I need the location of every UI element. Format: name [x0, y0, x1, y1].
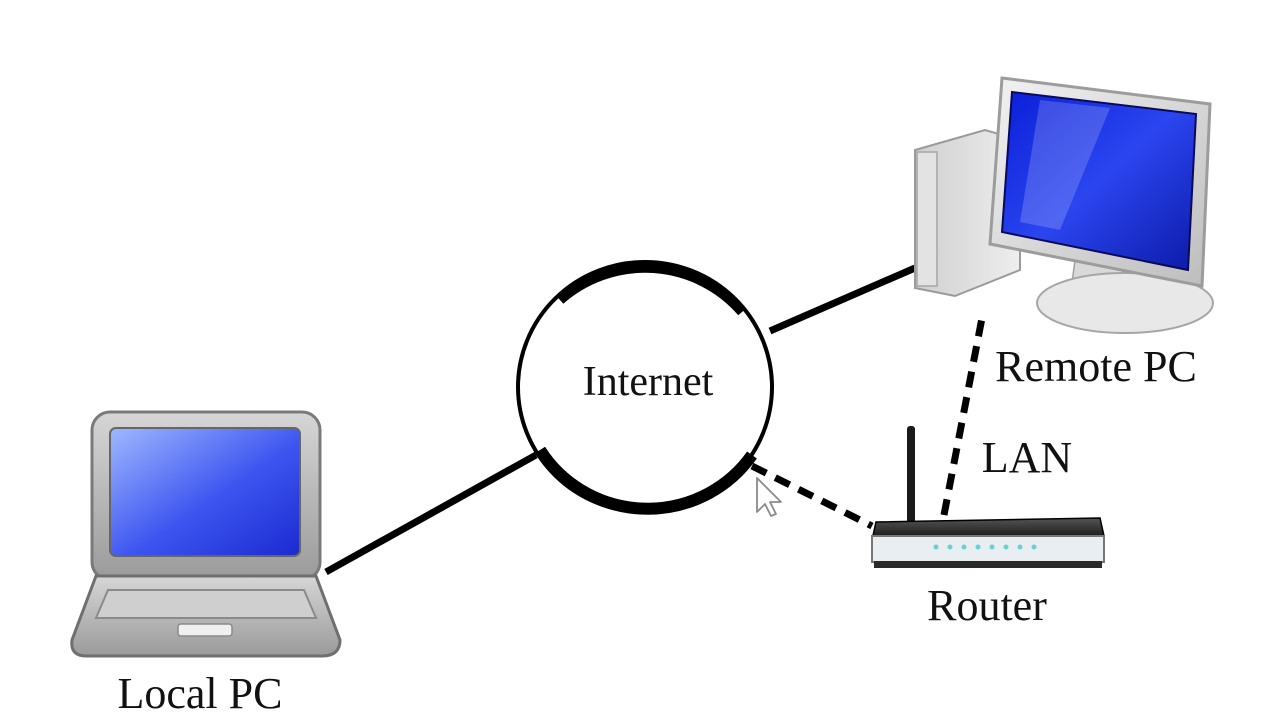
router-body [871, 535, 1105, 563]
laptop-touchpad [177, 623, 233, 637]
mouse-cursor-icon [756, 477, 782, 517]
monitor-base [1036, 272, 1214, 334]
remote-pc-label: Remote PC [995, 342, 1197, 391]
monitor-screen [1000, 90, 1198, 272]
local-pc-label: Local PC [118, 669, 283, 718]
link-internet-remote [768, 264, 917, 335]
laptop-keyboard [94, 589, 318, 619]
monitor-screen-glare [1020, 100, 1110, 230]
pc-tower-front [916, 151, 938, 287]
router-bottom [874, 561, 1102, 568]
lan-label: LAN [982, 433, 1072, 482]
local-pc-laptop-icon [70, 410, 342, 658]
remote-pc-icon [914, 76, 1214, 334]
internet-node: Internet [516, 260, 774, 515]
link-router-remote-dashed [940, 317, 986, 516]
internet-circle-thick-top [556, 262, 746, 316]
router-antenna [907, 426, 915, 526]
router-icon [871, 426, 1105, 568]
link-local-internet [324, 451, 538, 576]
link-internet-router-dashed [750, 462, 874, 530]
laptop-screen [109, 427, 301, 557]
router-leds [933, 544, 1037, 550]
router-label: Router [927, 581, 1047, 630]
internet-label: Internet [583, 359, 714, 405]
internet-circle-thick-bottom [534, 446, 757, 515]
